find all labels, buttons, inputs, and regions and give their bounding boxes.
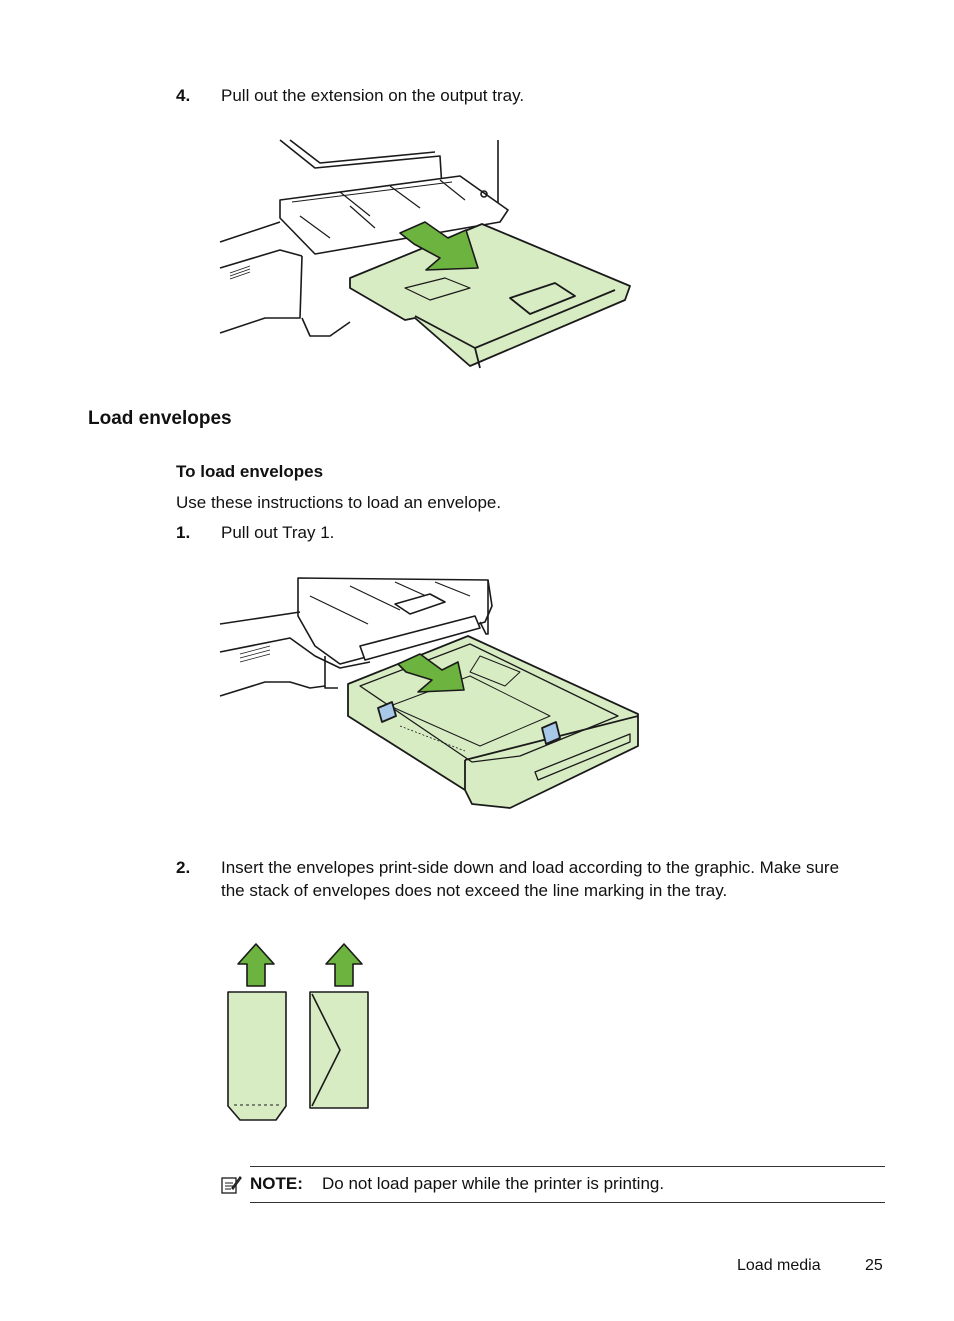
output-tray-illustration xyxy=(219,139,631,369)
step-text: Pull out Tray 1. xyxy=(221,523,335,542)
section-heading: Load envelopes xyxy=(88,408,232,429)
note-text: Do not load paper while the printer is p… xyxy=(322,1174,665,1193)
envelope-right xyxy=(309,991,369,1109)
step-number: 2. xyxy=(176,858,191,877)
up-arrow-icon xyxy=(237,943,275,987)
note-label: NOTE: xyxy=(250,1174,303,1193)
note-bottom-rule xyxy=(250,1202,885,1203)
page-number: 25 xyxy=(865,1257,883,1274)
note-icon xyxy=(221,1176,242,1194)
up-arrow-icon xyxy=(325,943,363,987)
note-top-rule xyxy=(250,1166,885,1167)
footer-section-name: Load media xyxy=(737,1257,821,1274)
tray-1-illustration xyxy=(219,577,639,809)
step-number: 1. xyxy=(176,523,191,542)
envelope-left xyxy=(227,991,287,1121)
intro-text: Use these instructions to load an envelo… xyxy=(176,493,502,512)
procedure-heading: To load envelopes xyxy=(176,462,324,481)
step-text: Pull out the extension on the output tra… xyxy=(221,86,525,105)
step-number: 4. xyxy=(176,86,191,105)
step-text: Insert the envelopes print-side down and… xyxy=(221,858,840,900)
envelope-orientation-illustration xyxy=(227,943,369,1121)
